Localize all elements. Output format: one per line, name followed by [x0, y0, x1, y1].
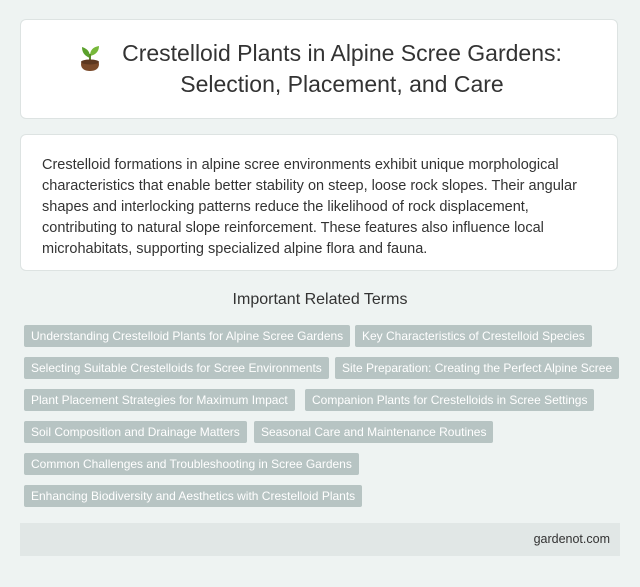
- tag-companion-plants[interactable]: Companion Plants for Crestelloids in Scr…: [305, 389, 595, 411]
- tag-site-preparation[interactable]: Site Preparation: Creating the Perfect A…: [335, 357, 620, 379]
- tag-plant-placement[interactable]: Plant Placement Strategies for Maximum I…: [24, 389, 295, 411]
- tag-seasonal-care[interactable]: Seasonal Care and Maintenance Routines: [254, 421, 494, 443]
- title-line-1: Crestelloid Plants in Alpine Scree Garde…: [122, 40, 562, 66]
- description-text: Crestelloid formations in alpine scree e…: [42, 157, 577, 257]
- sprout-icon: [81, 46, 100, 71]
- title-card: Crestelloid Plants in Alpine Scree Garde…: [20, 19, 618, 119]
- description-card: Crestelloid formations in alpine scree e…: [20, 134, 618, 271]
- tag-understanding-crestelloid[interactable]: Understanding Crestelloid Plants for Alp…: [24, 325, 351, 347]
- tag-soil-composition[interactable]: Soil Composition and Drainage Matters: [24, 421, 247, 443]
- tag-selecting-suitable[interactable]: Selecting Suitable Crestelloids for Scre…: [24, 357, 329, 379]
- tag-enhancing-biodiversity[interactable]: Enhancing Biodiversity and Aesthetics wi…: [24, 485, 363, 507]
- footer: gardenot.com: [20, 523, 620, 556]
- tag-key-characteristics[interactable]: Key Characteristics of Crestelloid Speci…: [355, 325, 592, 347]
- page-title: Crestelloid Plants in Alpine Scree Garde…: [122, 38, 562, 100]
- tag-common-challenges[interactable]: Common Challenges and Troubleshooting in…: [24, 453, 359, 475]
- related-terms-heading: Important Related Terms: [232, 291, 408, 308]
- title-line-2: Selection, Placement, and Care: [180, 71, 504, 97]
- title-wrap: Crestelloid Plants in Alpine Scree Garde…: [76, 38, 562, 100]
- footer-site-link[interactable]: gardenot.com: [533, 532, 610, 546]
